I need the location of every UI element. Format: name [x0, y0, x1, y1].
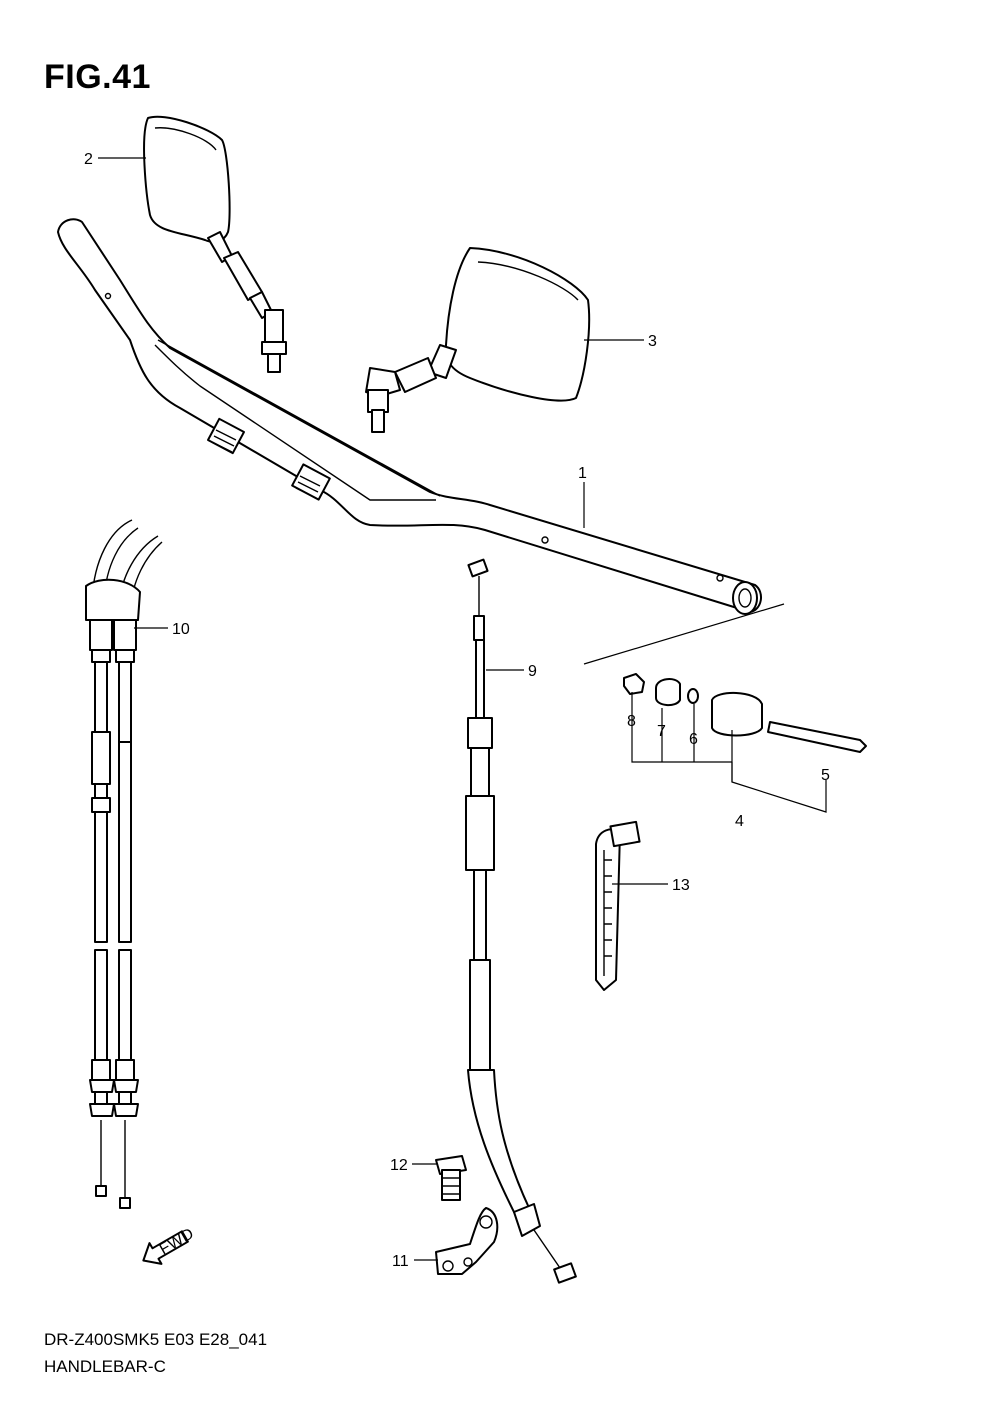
callout-3: 3	[648, 333, 657, 350]
callout-4: 4	[735, 813, 744, 830]
callout-5: 5	[821, 767, 830, 784]
figure-code: DR-Z400SMK5 E03 E28_041	[44, 1330, 268, 1349]
callout-6: 6	[689, 731, 698, 748]
callout-8: 8	[627, 713, 636, 730]
mirror-left	[143, 115, 287, 373]
cable-clamp	[435, 1207, 499, 1275]
callout-11: 11	[392, 1253, 409, 1270]
figure-title: FIG.41	[44, 58, 151, 96]
callout-1: 1	[578, 465, 587, 482]
handlebar-balancer-group	[583, 603, 867, 813]
clutch-cable	[465, 558, 577, 1284]
callout-9: 9	[528, 663, 537, 680]
callout-13: 13	[672, 877, 690, 894]
throttle-cable-assembly	[85, 519, 163, 1209]
callout-12: 12	[390, 1157, 408, 1174]
bolt	[435, 1155, 467, 1201]
callout-7: 7	[657, 723, 666, 740]
fwd-label: FWD	[157, 1225, 197, 1258]
figure-name: HANDLEBAR-C	[44, 1357, 166, 1376]
cable-tie	[595, 820, 641, 991]
mirror-right	[365, 247, 591, 433]
callout-2: 2	[84, 151, 93, 168]
callout-10: 10	[172, 621, 190, 638]
handlebar	[57, 218, 762, 615]
forward-direction-arrow: FWD	[142, 1225, 197, 1265]
